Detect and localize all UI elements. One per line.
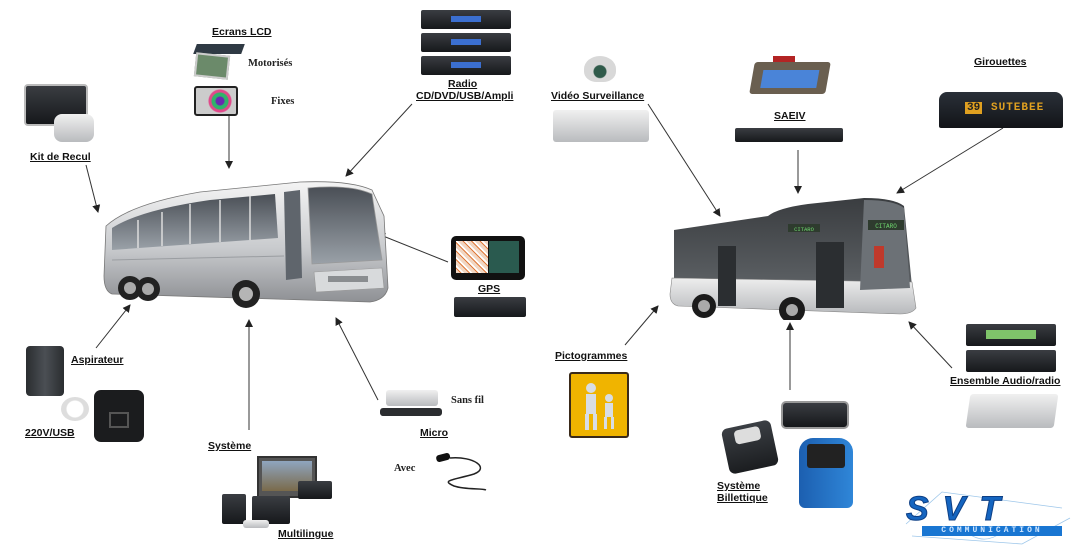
label-radio-formats: CD/DVD/USB/Ampli bbox=[416, 90, 514, 102]
svt-logo: SVT COMMUNICATION bbox=[902, 488, 1074, 548]
arrow-micro bbox=[335, 317, 379, 401]
label-micro: Micro bbox=[420, 427, 449, 439]
arrow-audio bbox=[908, 321, 953, 369]
audio-radio-unit-2-icon bbox=[966, 350, 1056, 372]
radio-unit-2-icon bbox=[421, 33, 511, 52]
radio-unit-1-icon bbox=[421, 10, 511, 29]
label-fixes: Fixes bbox=[271, 96, 295, 107]
multilingue-controller-icon bbox=[222, 494, 246, 524]
label-pictogrammes: Pictogrammes bbox=[555, 350, 628, 362]
label-radio: Radio bbox=[448, 78, 478, 90]
svt-logo-tagline: COMMUNICATION bbox=[922, 526, 1062, 536]
saeiv-indicator-icon bbox=[773, 56, 795, 62]
label-systeme-billettique: Système bbox=[717, 480, 761, 492]
lcd-motorise-screen bbox=[193, 52, 231, 80]
label-video-surveillance: Vidéo Surveillance bbox=[551, 90, 645, 102]
micro-wireless-icon bbox=[380, 408, 442, 416]
arrow-pictogrammes bbox=[624, 305, 659, 346]
kit-recul-camera-icon bbox=[54, 114, 94, 142]
saeiv-display-bar-icon bbox=[735, 128, 843, 142]
label-220v-usb: 220V/USB bbox=[25, 427, 75, 439]
girouette-destination-text: SUTEBEE bbox=[991, 102, 1045, 114]
camera-dome-icon bbox=[584, 56, 616, 82]
arrow-video bbox=[647, 103, 721, 217]
arrow-radio bbox=[345, 103, 413, 177]
radio-unit-3-icon bbox=[421, 56, 511, 75]
gps-screen-icon bbox=[451, 236, 525, 280]
label-multilingue: Multilingue bbox=[278, 528, 334, 540]
multilingue-panel-icon bbox=[298, 481, 332, 499]
micro-wired-icon bbox=[436, 452, 487, 491]
micro-receiver-icon bbox=[386, 390, 438, 406]
label-systeme: Système bbox=[208, 440, 252, 452]
label-sans-fil: Sans fil bbox=[451, 395, 484, 406]
saeiv-console-icon bbox=[749, 62, 831, 94]
audio-radio-unit-1-icon bbox=[966, 324, 1056, 346]
gps-unit-icon bbox=[454, 297, 526, 317]
coach-bus-illustration bbox=[103, 181, 389, 308]
label-avec-fil: Avec bbox=[394, 463, 416, 474]
lcd-fixe-icon bbox=[194, 86, 238, 116]
side-destination-text: CITARO bbox=[794, 226, 815, 233]
arrow-girouettes bbox=[896, 127, 1004, 194]
label-ensemble-audio-radio: Ensemble Audio/radio bbox=[950, 375, 1061, 387]
video-recorder-icon bbox=[553, 110, 649, 142]
arrow-kit-recul bbox=[85, 164, 101, 213]
front-destination-text: CITARO bbox=[875, 223, 897, 230]
arrow-gps bbox=[377, 232, 449, 263]
city-bus-illustration: CITARO CITARO bbox=[669, 198, 917, 320]
audio-amplifier-icon bbox=[965, 394, 1059, 428]
label-billettique: Billettique bbox=[717, 492, 768, 504]
label-motorises: Motorisés bbox=[248, 58, 293, 69]
girouette-line-number: 39 bbox=[965, 102, 983, 114]
label-gps: GPS bbox=[478, 283, 501, 295]
arrow-aspirateur bbox=[95, 304, 131, 349]
multilingue-amp-icon bbox=[252, 496, 290, 524]
billettique-terminal-icon bbox=[799, 438, 853, 508]
label-saeiv: SAEIV bbox=[774, 110, 806, 122]
label-girouettes: Girouettes bbox=[974, 56, 1027, 68]
label-aspirateur: Aspirateur bbox=[71, 354, 124, 366]
svt-logo-text: SVT bbox=[906, 490, 1015, 528]
pictogramme-enfants-icon bbox=[569, 372, 629, 438]
girouette-display-icon: 39 SUTEBEE bbox=[939, 92, 1063, 128]
aspirateur-icon bbox=[26, 346, 64, 396]
prise-usb-icon bbox=[94, 390, 144, 442]
label-kit-recul: Kit de Recul bbox=[30, 151, 91, 163]
billettique-display-icon bbox=[781, 401, 849, 429]
prise-220v-icon bbox=[61, 397, 89, 421]
label-ecrans-lcd: Ecrans LCD bbox=[212, 26, 272, 38]
multilingue-remote-icon bbox=[243, 520, 269, 528]
